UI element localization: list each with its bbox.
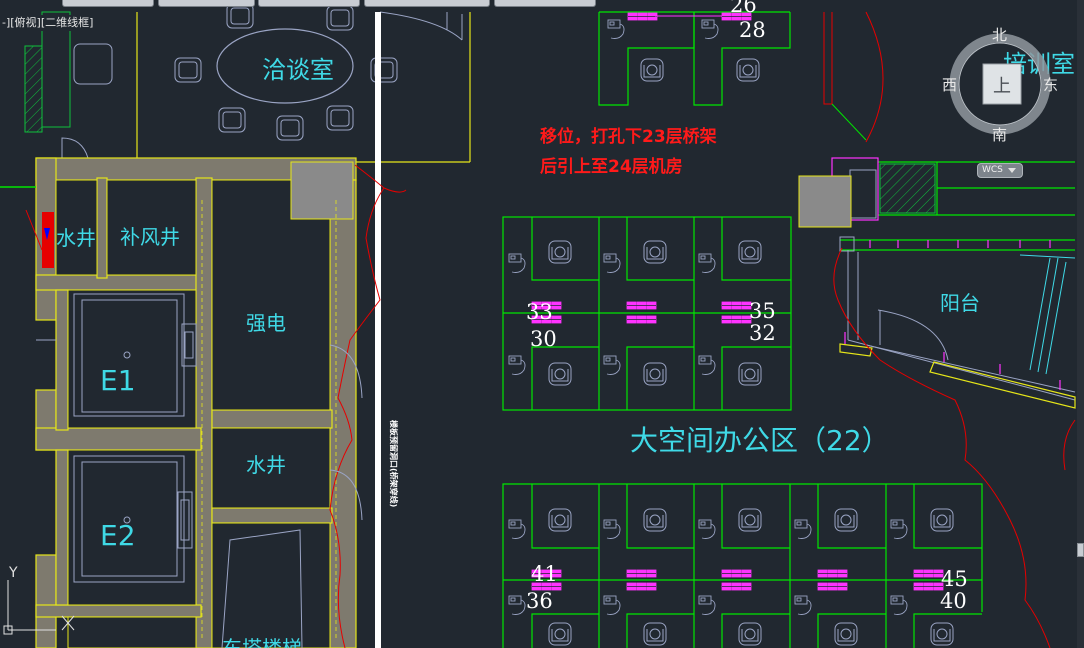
seat-number-32: 32 xyxy=(749,321,776,345)
annotation-line-2: 后引上至24层机房 xyxy=(540,156,683,177)
seat-number-26: 26 xyxy=(730,0,757,17)
seat-number-45: 45 xyxy=(941,567,968,591)
scrollbar-thumb[interactable] xyxy=(1077,543,1084,557)
viewcube-east[interactable]: 东 xyxy=(1043,76,1058,94)
ucs-icon xyxy=(3,580,75,635)
seat-number-28: 28 xyxy=(739,18,766,42)
vertical-scrollbar[interactable] xyxy=(1077,0,1084,648)
layout-tab[interactable] xyxy=(258,0,360,7)
seat-number-33: 33 xyxy=(526,300,553,324)
layout-tab[interactable] xyxy=(494,0,596,7)
annotation-line-1: 移位，打孔下23层桥架 xyxy=(540,126,717,147)
room-label-strong-power: 强电 xyxy=(246,311,286,335)
viewcube-west[interactable]: 西 xyxy=(942,76,957,94)
room-label-open-office: 大空间办公区（22） xyxy=(630,424,890,457)
viewcube-top-label[interactable]: 上 xyxy=(993,76,1011,97)
seat-number-35: 35 xyxy=(749,299,776,323)
seat-number-30: 30 xyxy=(530,327,557,351)
room-label-water-shaft-1: 水井 xyxy=(56,226,96,250)
vertical-note: 楼板预留洞口(桥架穿线) xyxy=(389,420,399,507)
viewcube-north[interactable]: 北 xyxy=(992,26,1007,44)
seat-number-36: 36 xyxy=(526,589,553,613)
layout-tab[interactable] xyxy=(158,0,255,7)
viewcube-top-face[interactable] xyxy=(982,63,1022,105)
chevron-down-icon xyxy=(1008,168,1016,173)
ucs-y-label: Y xyxy=(8,565,18,581)
viewcube[interactable]: 北 南 西 东 上 xyxy=(942,26,1058,144)
seat-number-41: 41 xyxy=(531,562,558,586)
room-label-stair: 东塔楼梯 xyxy=(222,636,302,648)
room-label-elevator-1: E1 xyxy=(100,364,136,397)
room-label-water-shaft-2: 水井 xyxy=(246,453,286,477)
viewport-controls-label[interactable]: -][俯视][二维线框] xyxy=(0,15,97,31)
wcs-menu-button[interactable]: WCS xyxy=(977,163,1023,178)
room-label-elevator-2: E2 xyxy=(100,519,136,552)
layout-tab-strip[interactable] xyxy=(0,0,600,7)
layout-tab[interactable] xyxy=(364,0,490,7)
seat-number-40: 40 xyxy=(940,589,967,613)
room-label-air-shaft: 补风井 xyxy=(120,225,180,249)
room-label-negotiation: 洽谈室 xyxy=(262,56,334,84)
wcs-label: WCS xyxy=(982,165,1003,175)
layout-tab[interactable] xyxy=(62,0,154,7)
room-label-balcony: 阳台 xyxy=(940,291,980,315)
viewcube-south[interactable]: 南 xyxy=(992,126,1007,144)
